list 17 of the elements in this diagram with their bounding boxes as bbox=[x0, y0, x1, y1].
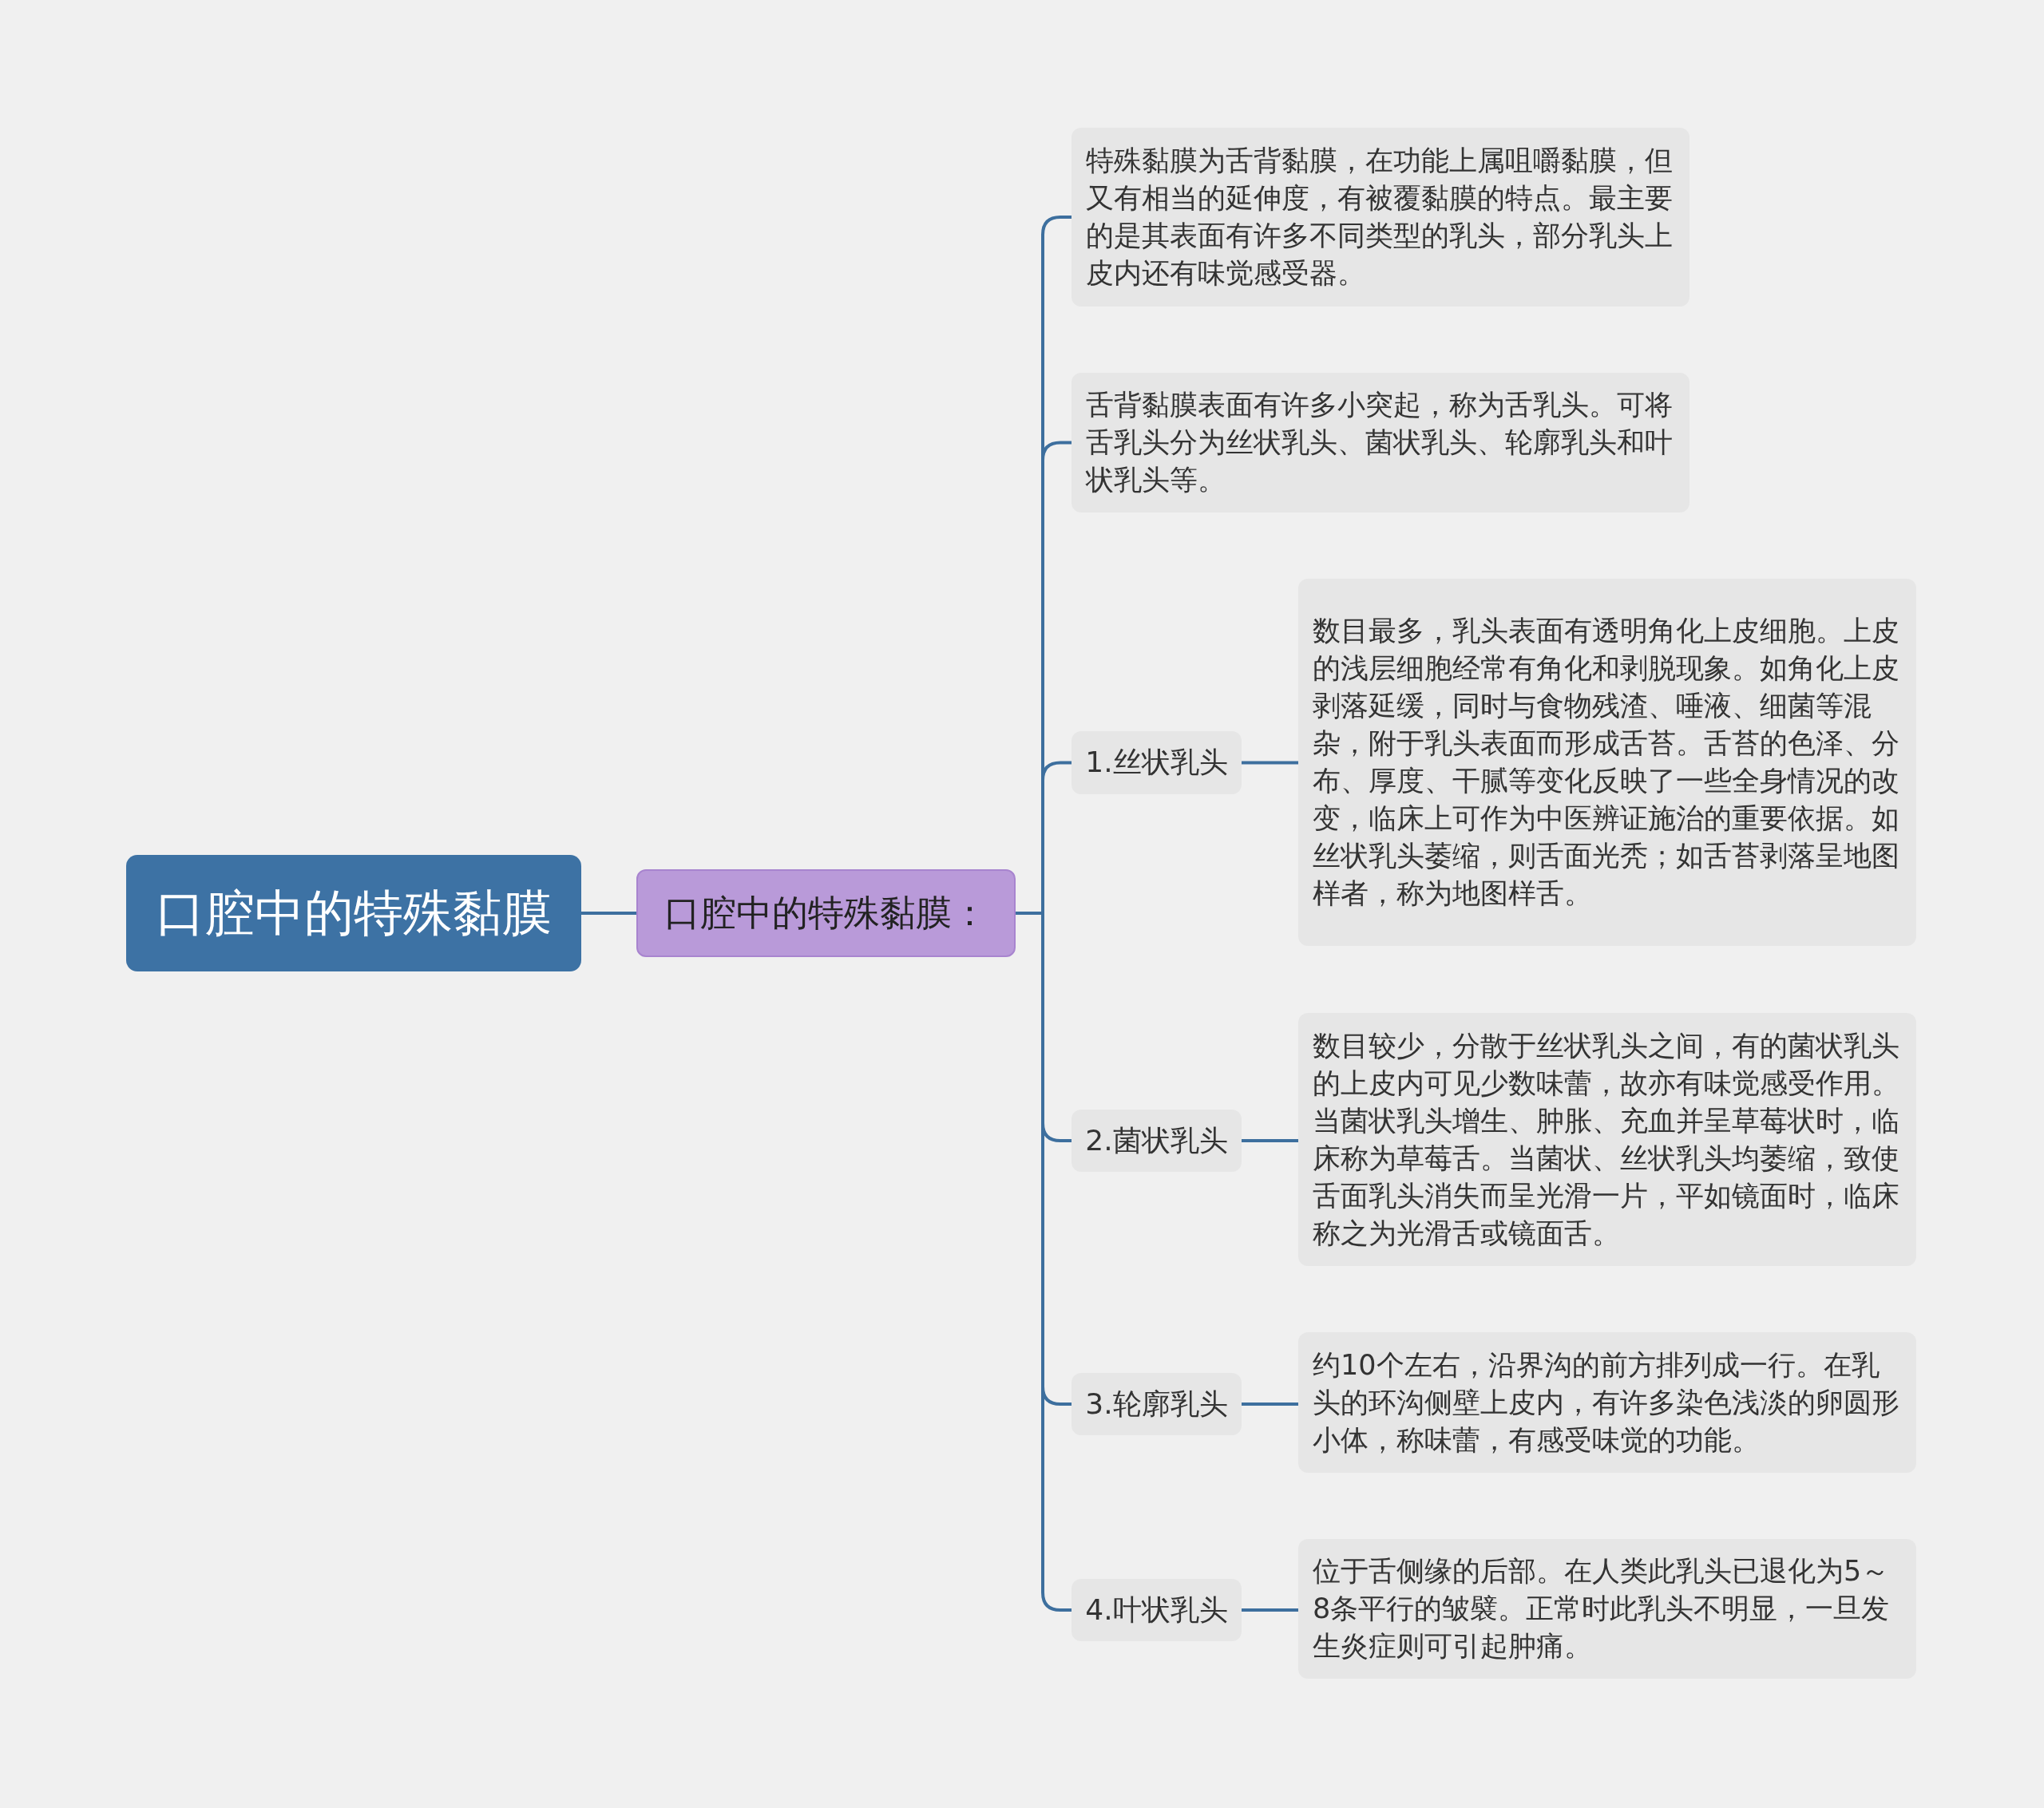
topic-box: 4.叶状乳头 bbox=[1072, 1579, 1242, 1641]
root-box: 口腔中的特殊黏膜 bbox=[126, 855, 581, 971]
connector-line bbox=[1242, 1139, 1298, 1142]
topic-box: 1.丝状乳头 bbox=[1072, 731, 1242, 794]
topic-box: 2.菌状乳头 bbox=[1072, 1110, 1242, 1172]
connector-line bbox=[1242, 1402, 1298, 1406]
text-box: 约10个左右，沿界沟的前方排列成一行。在乳头的环沟侧壁上皮内，有许多染色浅淡的卵圆形小体，称味蕾，有感受味觉的功能。 bbox=[1298, 1332, 1916, 1473]
connector-line bbox=[1242, 761, 1298, 765]
text-box: 特殊黏膜为舌背黏膜，在功能上属咀嚼黏膜，但又有相当的延伸度，有被覆黏膜的特点。最主要的是其表面有许多不同类型的乳头，部分乳头上皮内还有味觉感受器。 bbox=[1072, 128, 1689, 307]
topic-box: 3.轮廓乳头 bbox=[1072, 1373, 1242, 1435]
connector-line bbox=[1242, 1608, 1298, 1612]
text-box: 舌背黏膜表面有许多小突起，称为舌乳头。可将舌乳头分为丝状乳头、菌状乳头、轮廓乳头和叶状乳头等。 bbox=[1072, 373, 1689, 512]
connector-line bbox=[581, 912, 636, 915]
topic-box: 口腔中的特殊黏膜： bbox=[636, 869, 1016, 957]
text-box: 数目较少，分散于丝状乳头之间，有的菌状乳头的上皮内可见少数味蕾，故亦有味觉感受作用。当菌状乳头增生、肿胀、充血并呈草莓状时，临床称为草莓舌。当菌状、丝状乳头均萎缩，致使舌面乳头消失而呈光滑一片，平如镜面时，临床称之为光滑舌或镜面舌。 bbox=[1298, 1013, 1916, 1266]
text-box: 数目最多，乳头表面有透明角化上皮细胞。上皮的浅层细胞经常有角化和剥脱现象。如角化上皮剥落延缓，同时与食物残渣、唾液、细菌等混杂，附于乳头表面而形成舌苔。舌苔的色泽、分布、厚度、干腻等变化反映了一些全身情况的改变，临床上可作为中医辨证施治的重要依据。如丝状乳头萎缩，则舌面光秃；如舌苔剥落呈地图样者，称为地图样舌。 bbox=[1298, 579, 1916, 946]
text-box: 位于舌侧缘的后部。在人类此乳头已退化为5～8条平行的皱襞。正常时此乳头不明显，一旦发生炎症则可引起肿痛。 bbox=[1298, 1539, 1916, 1679]
